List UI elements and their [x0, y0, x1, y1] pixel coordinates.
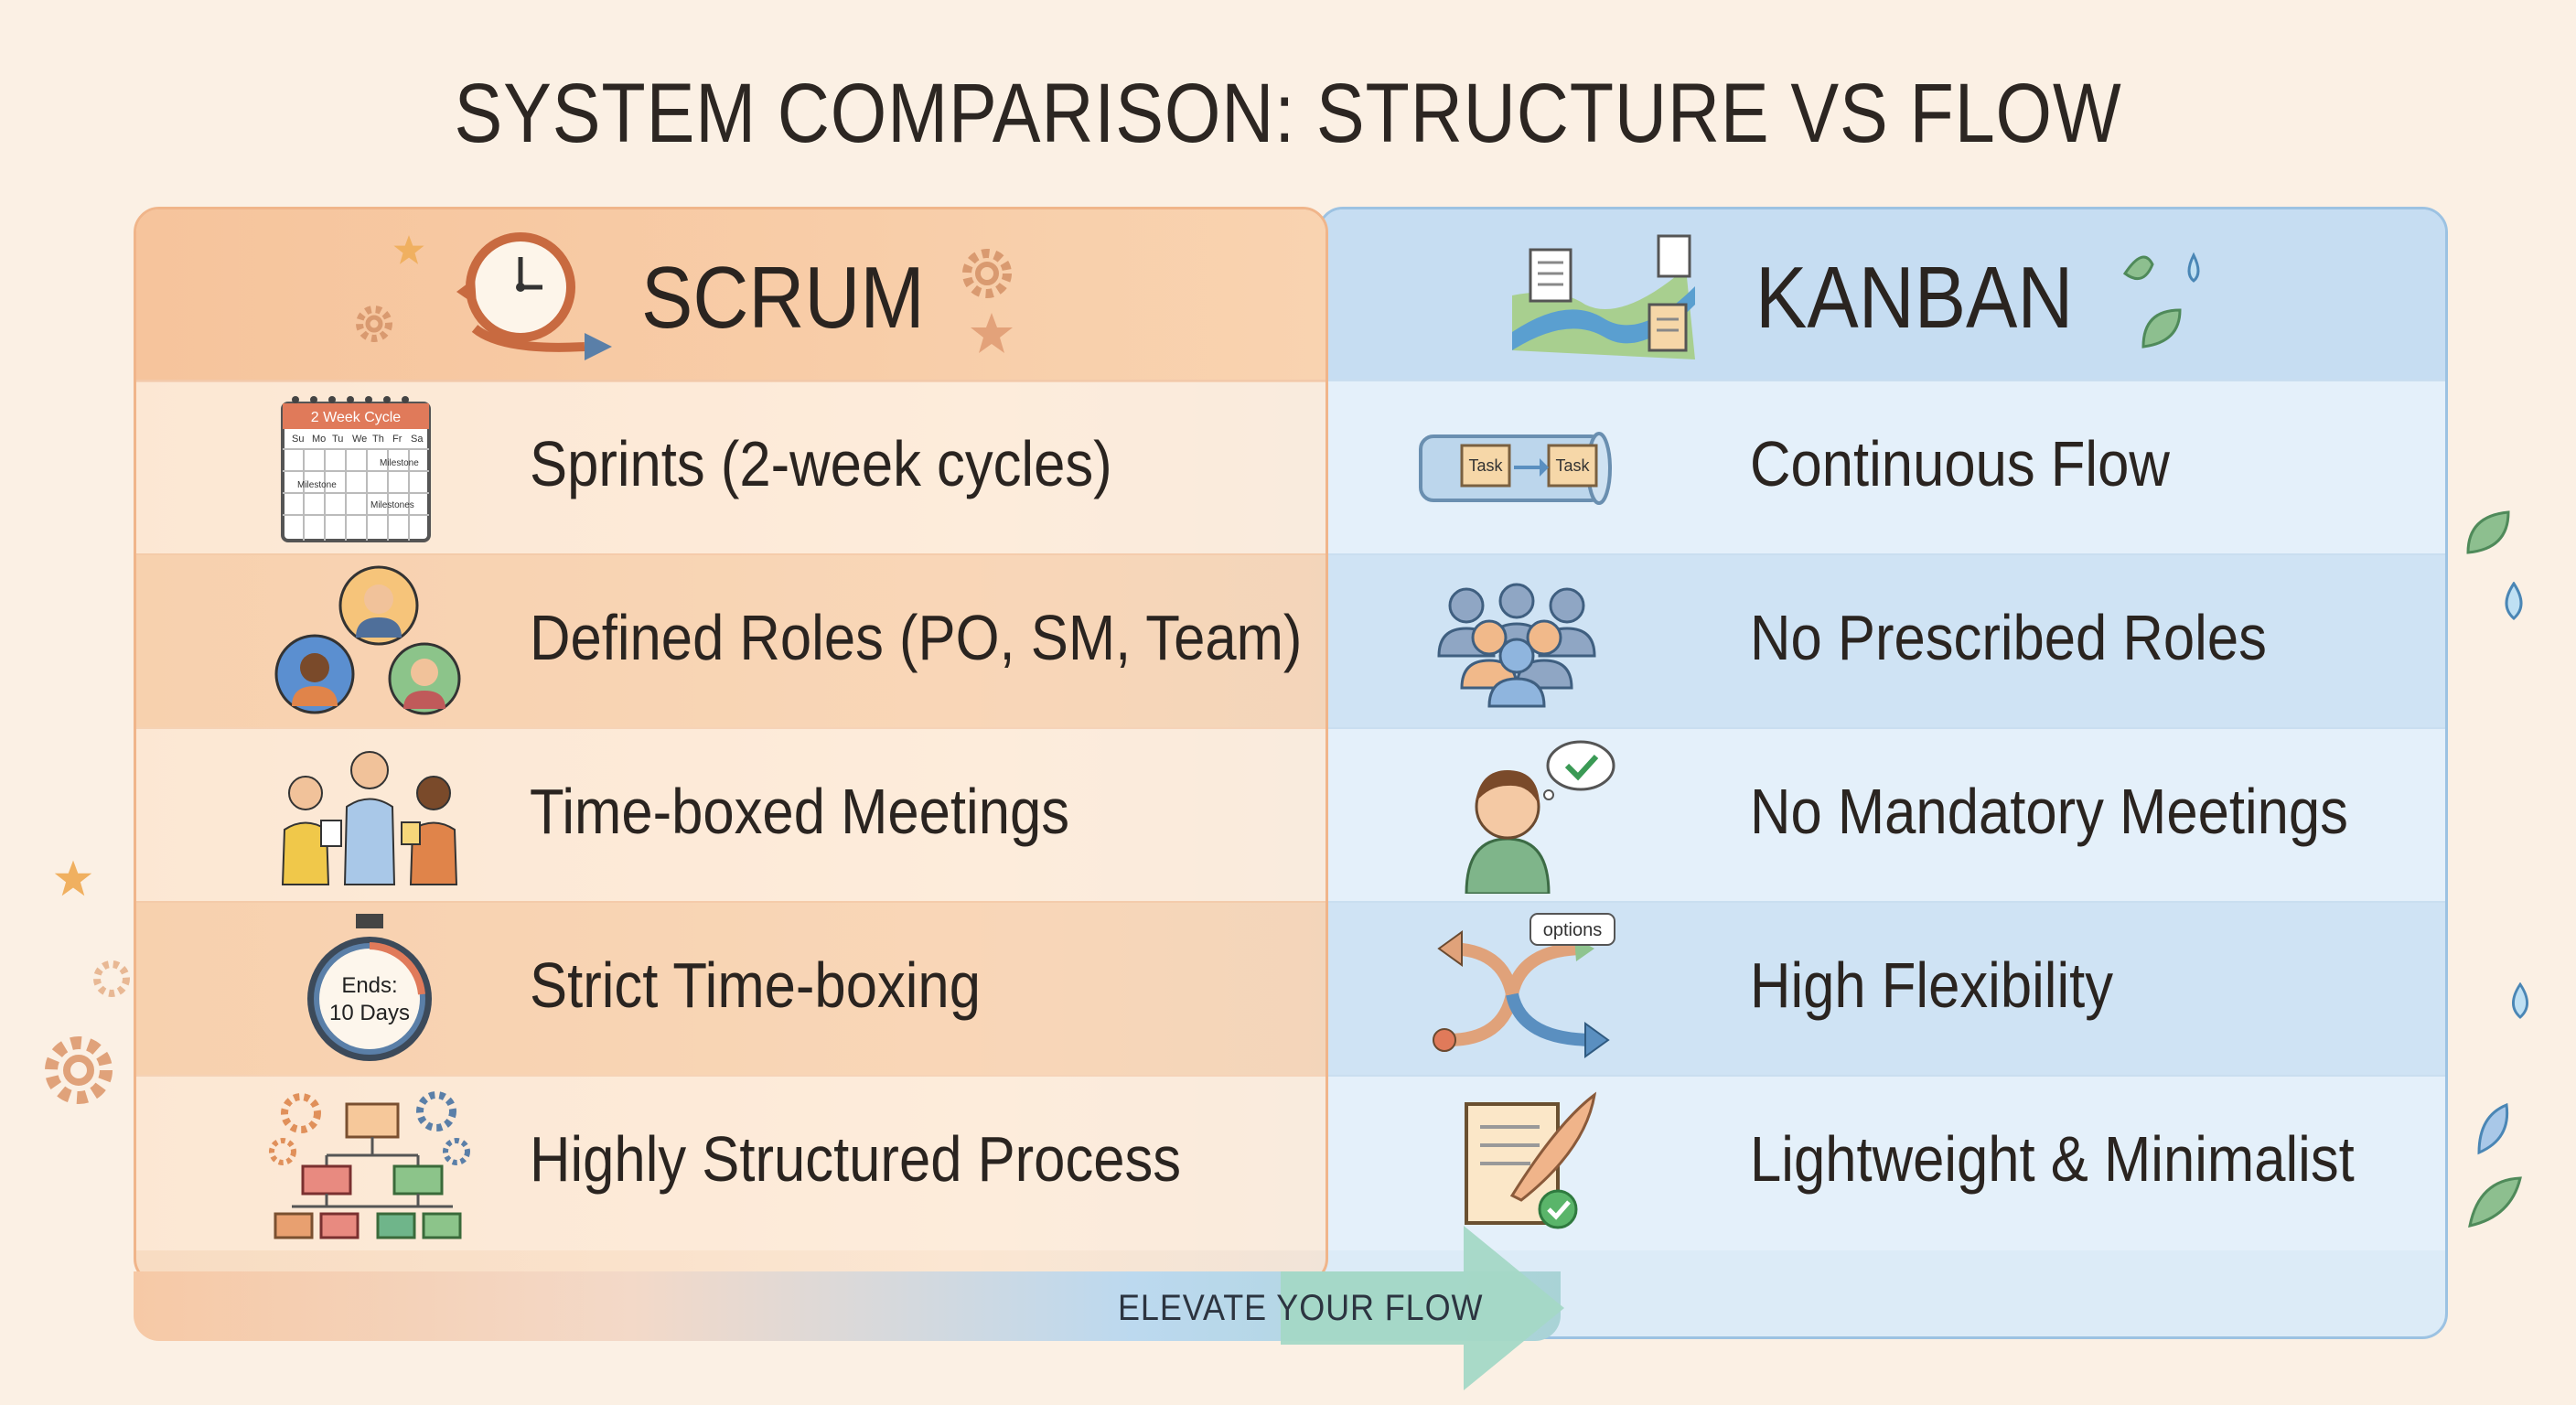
scrum-row-1: 2 Week Cycle Su Mo Tu We Th Fr Sa — [136, 380, 1326, 555]
milestone-label-b: Milestone — [297, 480, 337, 490]
stopwatch-line2: 10 Days — [329, 1001, 410, 1025]
scrum-item-2-label: Defined Roles (PO, SM, Team) — [530, 602, 1303, 673]
drop-right-lower-icon — [2505, 981, 2536, 1021]
star-left-icon — [53, 858, 93, 898]
task-label-1: Task — [1468, 456, 1503, 475]
scrum-item-4-label: Strict Time-boxing — [530, 949, 981, 1021]
milestone-label-c: Milestones — [370, 500, 414, 510]
gear-left-icon — [33, 1024, 124, 1116]
scrum-header: SCRUM — [136, 209, 1326, 382]
gear-small-icon — [347, 296, 402, 351]
day-mo: Mo — [312, 434, 326, 445]
milestone-label-a: Milestone — [380, 458, 419, 468]
day-sa: Sa — [411, 434, 424, 445]
kanban-row-3: No Mandatory Meetings — [1320, 727, 2445, 903]
kanban-row-4: options High Flexibility — [1320, 901, 2445, 1077]
options-label: options — [1543, 920, 1603, 940]
drop-right-icon — [2497, 581, 2530, 622]
kanban-title: KANBAN — [1755, 249, 2074, 347]
river-documents-icon — [1503, 231, 1704, 369]
kanban-item-1-label: Continuous Flow — [1750, 428, 2170, 499]
hierarchy-gears-icon — [264, 1086, 475, 1241]
day-tu: Tu — [332, 434, 343, 445]
footer-text: ELEVATE YOUR FLOW — [1118, 1288, 1484, 1328]
meeting-people-icon — [264, 738, 475, 894]
task-pipe-icon: Task Task — [1411, 391, 1622, 546]
calendar-header: 2 Week Cycle — [311, 410, 402, 425]
day-su: Su — [292, 434, 304, 445]
scrum-row-5: Highly Structured Process — [136, 1075, 1326, 1250]
day-fr: Fr — [392, 434, 402, 445]
kanban-header: KANBAN — [1320, 209, 2445, 382]
leaf-right-lower-icon — [2461, 1098, 2525, 1235]
scrum-row-3: Time-boxed Meetings — [136, 727, 1326, 903]
scrum-title: SCRUM — [641, 249, 925, 347]
scrum-panel: SCRUM 2 Week Cycle — [134, 207, 1328, 1284]
scrum-item-1-label: Sprints (2-week cycles) — [530, 428, 1112, 499]
leaf-right-icon — [2461, 505, 2516, 560]
kanban-item-4-label: High Flexibility — [1750, 949, 2114, 1021]
clock-cycle-icon — [447, 228, 621, 365]
gear-left-small-icon — [84, 951, 139, 1006]
team-roles-icon — [264, 564, 475, 720]
page-title: SYSTEM COMPARISON: STRUCTURE VS FLOW — [454, 67, 2122, 160]
leaf-drop-icon — [2107, 246, 2216, 356]
stopwatch-line1: Ends: — [341, 973, 397, 998]
calendar-icon: 2 Week Cycle Su Mo Tu We Th Fr Sa — [264, 391, 475, 546]
kanban-row-5: Lightweight & Minimalist — [1320, 1075, 2445, 1250]
group-icon — [1411, 564, 1622, 720]
kanban-item-2-label: No Prescribed Roles — [1750, 602, 2267, 673]
quill-document-icon — [1411, 1086, 1622, 1241]
kanban-item-5-label: Lightweight & Minimalist — [1750, 1123, 2355, 1195]
star-small-icon — [392, 233, 425, 266]
kanban-row-1: Task Task Continuous Flow — [1320, 380, 2445, 555]
scrum-row-2: Defined Roles (PO, SM, Team) — [136, 553, 1326, 729]
scrum-row-4: Ends: 10 Days Strict Time-boxing — [136, 901, 1326, 1077]
kanban-item-3-label: No Mandatory Meetings — [1750, 776, 2348, 847]
kanban-panel: KANBAN Task Task Continuous Flow — [1317, 207, 2448, 1339]
day-we: We — [352, 434, 367, 445]
flow-arrow-icon — [1281, 1226, 1583, 1390]
star-icon — [969, 310, 1014, 356]
day-th: Th — [372, 434, 384, 445]
branching-arrows-icon: options — [1411, 912, 1622, 1067]
stopwatch-icon: Ends: 10 Days — [264, 912, 475, 1067]
kanban-row-2: No Prescribed Roles — [1320, 553, 2445, 729]
task-label-2: Task — [1555, 456, 1590, 475]
gear-icon — [950, 237, 1024, 310]
scrum-item-3-label: Time-boxed Meetings — [530, 776, 1070, 847]
scrum-item-5-label: Highly Structured Process — [530, 1123, 1182, 1195]
thinking-person-icon — [1411, 738, 1622, 896]
